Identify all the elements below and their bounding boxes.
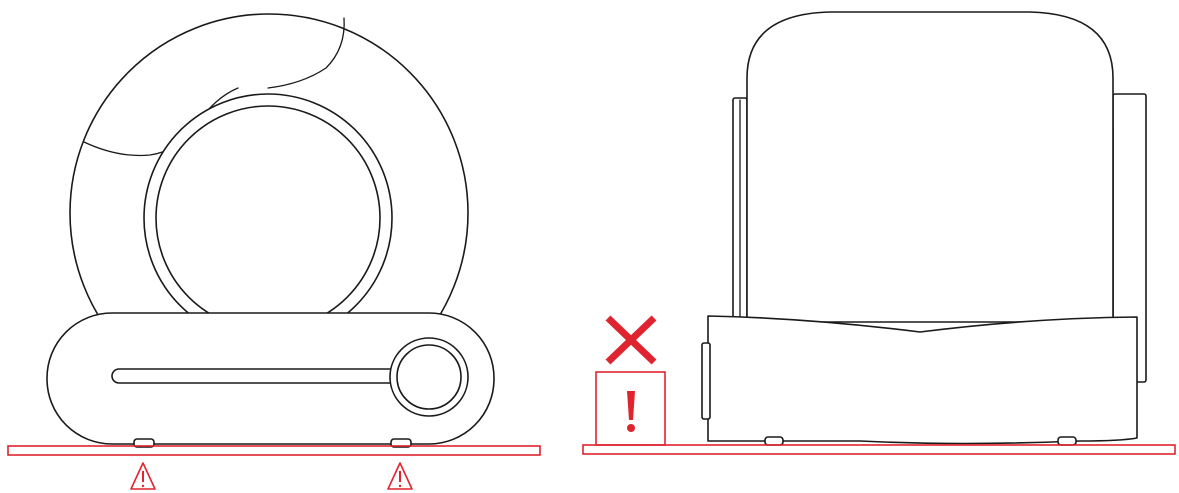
warning-triangle-icon (387, 462, 413, 490)
side-foot-rear (764, 436, 784, 446)
exclamation-icon (627, 391, 635, 432)
side-foot-front (1057, 436, 1077, 446)
front-entrance-inner-ring (155, 105, 381, 331)
side-base-button (701, 342, 711, 420)
front-view-panel (7, 13, 541, 490)
side-view-panel (582, 11, 1176, 455)
front-flat-surface (7, 445, 541, 456)
raised-obstacle-block (595, 371, 666, 446)
front-control-knob-inner (396, 344, 462, 410)
warning-triangle-icon (130, 462, 156, 490)
front-drawer-slot (111, 368, 401, 384)
side-base (707, 315, 1138, 445)
side-flat-surface (582, 444, 1176, 455)
front-panel-seam-right (267, 17, 345, 89)
front-foot-left (133, 438, 155, 448)
front-foot-right (390, 438, 412, 448)
cross-icon (605, 315, 657, 365)
side-dome-body (746, 11, 1114, 323)
